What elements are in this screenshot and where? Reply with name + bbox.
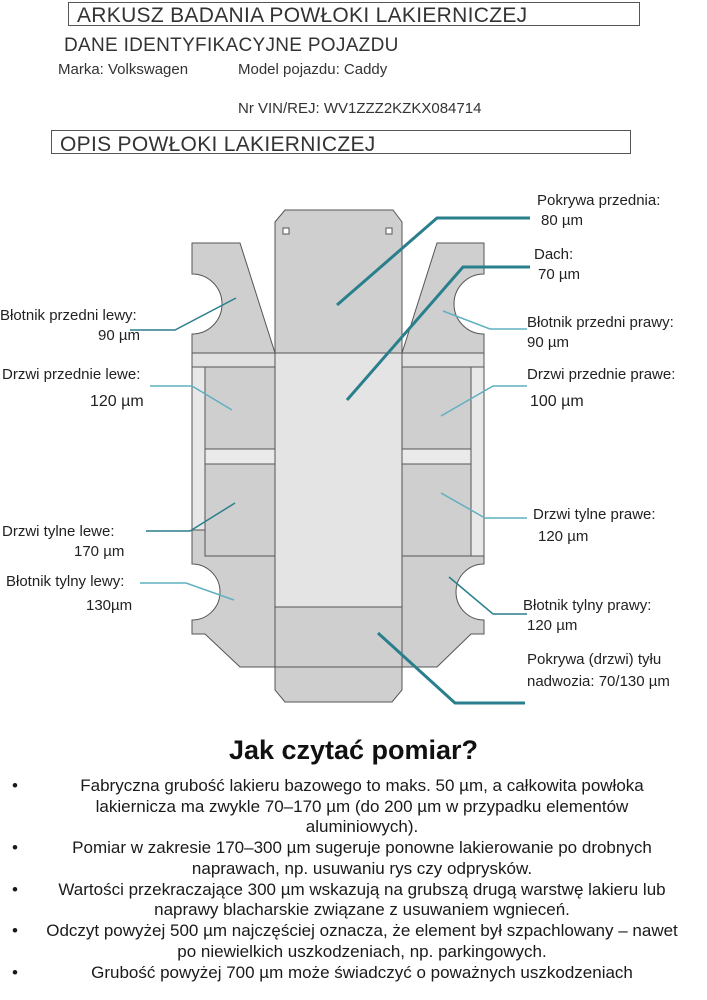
- label-rear-left-fender: Błotnik tylny lewy: 130µm: [6, 572, 132, 617]
- roof-panel: [274, 352, 403, 608]
- right-sill: [401, 352, 485, 368]
- guide-item-text: Pomiar w zakresie 170–300 µm sugeruje po…: [72, 838, 652, 878]
- vehicle-model: Model pojazdu: Caddy: [238, 61, 388, 78]
- label-bonnet: Pokrywa przednia: 80 µm: [537, 191, 660, 232]
- label-roof-value: 70 µm: [538, 266, 580, 284]
- label-front-left-fender: Błotnik przedni lewy: 90 µm: [0, 306, 140, 347]
- vehicle-vin: Nr VIN/REJ: WV1ZZZ2KZKX084714: [238, 100, 482, 117]
- coating-section-title: OPIS POWŁOKI LAKIERNICZEJ: [51, 130, 631, 156]
- label-rear-right-fender-value: 120 µm: [527, 617, 578, 635]
- rear-bumper: [274, 666, 403, 703]
- front-right-fender: [401, 242, 485, 354]
- guide-item-text: Odczyt powyżej 500 µm najczęściej oznacz…: [46, 921, 678, 961]
- front-left-door: [204, 366, 276, 450]
- bullet-icon: •: [12, 962, 18, 982]
- label-rear-right-door: Drzwi tylne prawe: 120 µm: [533, 505, 656, 548]
- label-front-left-fender-value: 90 µm: [98, 327, 140, 345]
- guide-heading: Jak czytać pomiar?: [228, 735, 479, 765]
- label-tailgate-value: nadwozia: 70/130 µm: [527, 673, 670, 691]
- label-front-right-fender-name: Błotnik przedni prawy:: [527, 314, 674, 331]
- rear-left-fender: [191, 529, 276, 668]
- left-door-gap: [204, 448, 276, 465]
- guide-item-text: Fabryczna grubość lakieru bazowego to ma…: [80, 776, 644, 837]
- rear-right-door: [401, 463, 472, 557]
- pointer-rear-right-door: [440, 492, 527, 519]
- label-rear-left-fender-value: 130µm: [86, 597, 133, 615]
- front-right-door: [401, 366, 472, 450]
- label-front-right-fender: Błotnik przedni prawy: 90 µm: [527, 313, 674, 354]
- label-bonnet-name: Pokrywa przednia:: [537, 192, 661, 209]
- coating-section-text: OPIS POWŁOKI LAKIERNICZEJ: [60, 133, 376, 156]
- guide-list: • Fabryczna grubość lakieru bazowego to m…: [12, 776, 692, 983]
- guide-item-text: Grubość powyżej 700 µm może świadczyć o …: [91, 962, 633, 982]
- label-front-right-door-value: 100 µm: [530, 393, 584, 411]
- rear-right-fender: [401, 555, 485, 668]
- bonnet-panel: [274, 209, 403, 354]
- label-rear-right-fender-name: Błotnik tylny prawy:: [523, 597, 652, 614]
- label-front-left-door-value: 120 µm: [90, 393, 144, 411]
- label-tailgate: Pokrywa (drzwi) tyłu nadwozia: 70/130 µm: [527, 650, 670, 693]
- pointer-rear-left-fender: [140, 582, 235, 601]
- label-front-right-fender-value: 90 µm: [527, 334, 569, 352]
- bullet-icon: •: [12, 776, 18, 795]
- bonnet-latch-left: [282, 227, 290, 235]
- right-door-gap: [401, 448, 472, 465]
- guide-item: • Pomiar w zakresie 170–300 µm sugeruje p…: [12, 838, 692, 879]
- label-rear-right-fender: Błotnik tylny prawy: 120 µm: [523, 596, 651, 637]
- front-left-fender: [191, 242, 276, 354]
- bullet-icon: •: [12, 921, 18, 941]
- pointer-front-right-door: [440, 385, 527, 417]
- pointer-bonnet: [336, 216, 530, 307]
- label-front-left-door: Drzwi przednie lewe: 120 µm: [2, 365, 144, 413]
- guide-item: • Fabryczna grubość lakieru bazowego to m…: [12, 776, 692, 838]
- label-front-left-fender-name: Błotnik przedni lewy:: [0, 307, 137, 324]
- guide-item: • Wartości przekraczające 300 µm wskazują…: [12, 880, 692, 921]
- guide-item: • Odczyt powyżej 500 µm najczęściej oznac…: [12, 921, 692, 962]
- label-bonnet-value: 80 µm: [541, 212, 583, 230]
- label-rear-right-door-name: Drzwi tylne prawe:: [533, 506, 656, 523]
- pointer-front-left-door: [150, 385, 233, 411]
- rear-left-door: [204, 463, 276, 557]
- label-rear-right-door-value: 120 µm: [538, 528, 589, 546]
- left-sill: [191, 352, 276, 368]
- label-rear-left-door-name: Drzwi tylne lewe:: [2, 523, 115, 540]
- label-front-left-door-name: Drzwi przednie lewe:: [2, 366, 141, 383]
- label-rear-left-door: Drzwi tylne lewe: 170 µm: [2, 522, 124, 563]
- pointer-front-right-fender: [442, 310, 527, 330]
- bullet-icon: •: [12, 838, 18, 858]
- label-front-right-door: Drzwi przednie prawe: 100 µm: [527, 365, 675, 413]
- label-roof: Dach: 70 µm: [534, 245, 580, 286]
- label-front-right-door-name: Drzwi przednie prawe:: [527, 366, 676, 383]
- left-outer-frame: [191, 366, 206, 531]
- label-tailgate-name: Pokrywa (drzwi) tyłu: [527, 651, 662, 668]
- label-rear-left-fender-name: Błotnik tylny lewy:: [6, 573, 125, 590]
- label-rear-left-door-value: 170 µm: [74, 543, 125, 561]
- vehicle-section-title: DANE IDENTYFIKACYJNE POJAZDU: [64, 35, 399, 56]
- pointer-rear-left-door: [146, 502, 236, 532]
- guide-item-text: Wartości przekraczające 300 µm wskazują …: [58, 879, 666, 920]
- car-diagram: [130, 209, 530, 705]
- sheet-title: ARKUSZ BADANIA POWŁOKI LAKIERNICZEJ: [68, 2, 640, 26]
- pointer-front-left-fender: [130, 297, 237, 331]
- pointer-rear-right-fender: [448, 576, 527, 615]
- bonnet-latch-right: [385, 227, 393, 235]
- guide-item: • Grubość powyżej 700 µm może świadczyć o…: [12, 963, 692, 984]
- bullet-icon: •: [12, 879, 18, 899]
- label-roof-name: Dach:: [534, 246, 574, 263]
- pointer-roof: [345, 265, 530, 401]
- vehicle-make: Marka: Volkswagen: [58, 61, 189, 78]
- pointer-tailgate: [376, 631, 525, 705]
- sheet-title-text: ARKUSZ BADANIA POWŁOKI LAKIERNICZEJ: [77, 4, 528, 27]
